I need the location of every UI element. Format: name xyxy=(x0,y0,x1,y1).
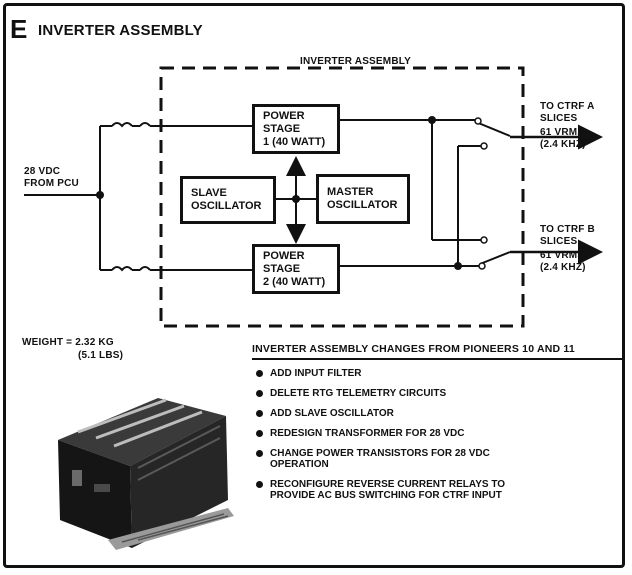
input-label-line: FROM PCU xyxy=(24,178,79,190)
input-label: 28 VDC FROM PCU xyxy=(24,166,79,190)
block-label: OSCILLATOR xyxy=(327,199,397,212)
block-label: POWER STAGE xyxy=(263,250,337,276)
power-stage-1-block: POWER STAGE 1 (40 WATT) xyxy=(252,104,340,154)
changes-heading: INVERTER ASSEMBLY CHANGES FROM PIONEERS … xyxy=(252,343,575,355)
block-label: 1 (40 WATT) xyxy=(263,136,325,149)
output-b-line: TO CTRF B xyxy=(540,224,595,236)
block-label: OSCILLATOR xyxy=(191,200,261,213)
changes-heading-rule xyxy=(252,358,624,360)
output-a-line: TO CTRF A xyxy=(540,101,595,113)
output-b-line: SLICES xyxy=(540,236,595,248)
inverter-photo xyxy=(38,380,248,555)
output-b-label: TO CTRF B SLICES 61 VRMS (2.4 KHZ) xyxy=(540,224,595,273)
list-item: RECONFIGURE REVERSE CURRENT RELAYS TO PR… xyxy=(256,479,505,501)
output-a-line: SLICES xyxy=(540,113,595,125)
master-oscillator-block: MASTER OSCILLATOR xyxy=(316,174,410,224)
weight-line: (5.1 LBS) xyxy=(22,349,123,362)
output-b-line: 61 VRMS xyxy=(540,250,595,262)
list-item: ADD INPUT FILTER xyxy=(256,368,505,379)
weight-label: WEIGHT = 2.32 KG (5.1 LBS) xyxy=(22,336,123,362)
list-item-text: ADD SLAVE OSCILLATOR xyxy=(270,408,505,419)
input-label-line: 28 VDC xyxy=(24,166,79,178)
output-a-line: 61 VRMS xyxy=(540,127,595,139)
block-label: SLAVE xyxy=(191,187,227,200)
list-item-text: DELETE RTG TELEMETRY CIRCUITS xyxy=(270,388,505,399)
block-label: 2 (40 WATT) xyxy=(263,276,325,289)
list-item: CHANGE POWER TRANSISTORS FOR 28 VDC OPER… xyxy=(256,448,505,470)
list-item-text: RECONFIGURE REVERSE CURRENT RELAYS TO xyxy=(270,479,505,490)
list-item: ADD SLAVE OSCILLATOR xyxy=(256,408,505,419)
list-item-text: ADD INPUT FILTER xyxy=(270,368,505,379)
slave-oscillator-block: SLAVE OSCILLATOR xyxy=(180,176,276,224)
list-item-text: PROVIDE AC BUS SWITCHING FOR CTRF INPUT xyxy=(270,490,505,501)
output-b-line: (2.4 KHZ) xyxy=(540,262,595,274)
weight-line: WEIGHT = 2.32 KG xyxy=(22,336,123,349)
assembly-label: INVERTER ASSEMBLY xyxy=(300,56,411,67)
block-label: POWER STAGE xyxy=(263,110,337,136)
output-a-line: (2.4 KHZ) xyxy=(540,139,595,151)
list-item: REDESIGN TRANSFORMER FOR 28 VDC xyxy=(256,428,505,439)
list-item-text: REDESIGN TRANSFORMER FOR 28 VDC xyxy=(270,428,505,439)
changes-list: ADD INPUT FILTER DELETE RTG TELEMETRY CI… xyxy=(256,368,505,510)
output-a-label: TO CTRF A SLICES 61 VRMS (2.4 KHZ) xyxy=(540,101,595,150)
list-item: DELETE RTG TELEMETRY CIRCUITS xyxy=(256,388,505,399)
list-item-text: OPERATION xyxy=(270,459,505,470)
list-item-text: CHANGE POWER TRANSISTORS FOR 28 VDC xyxy=(270,448,505,459)
block-label: MASTER xyxy=(327,186,373,199)
power-stage-2-block: POWER STAGE 2 (40 WATT) xyxy=(252,244,340,294)
